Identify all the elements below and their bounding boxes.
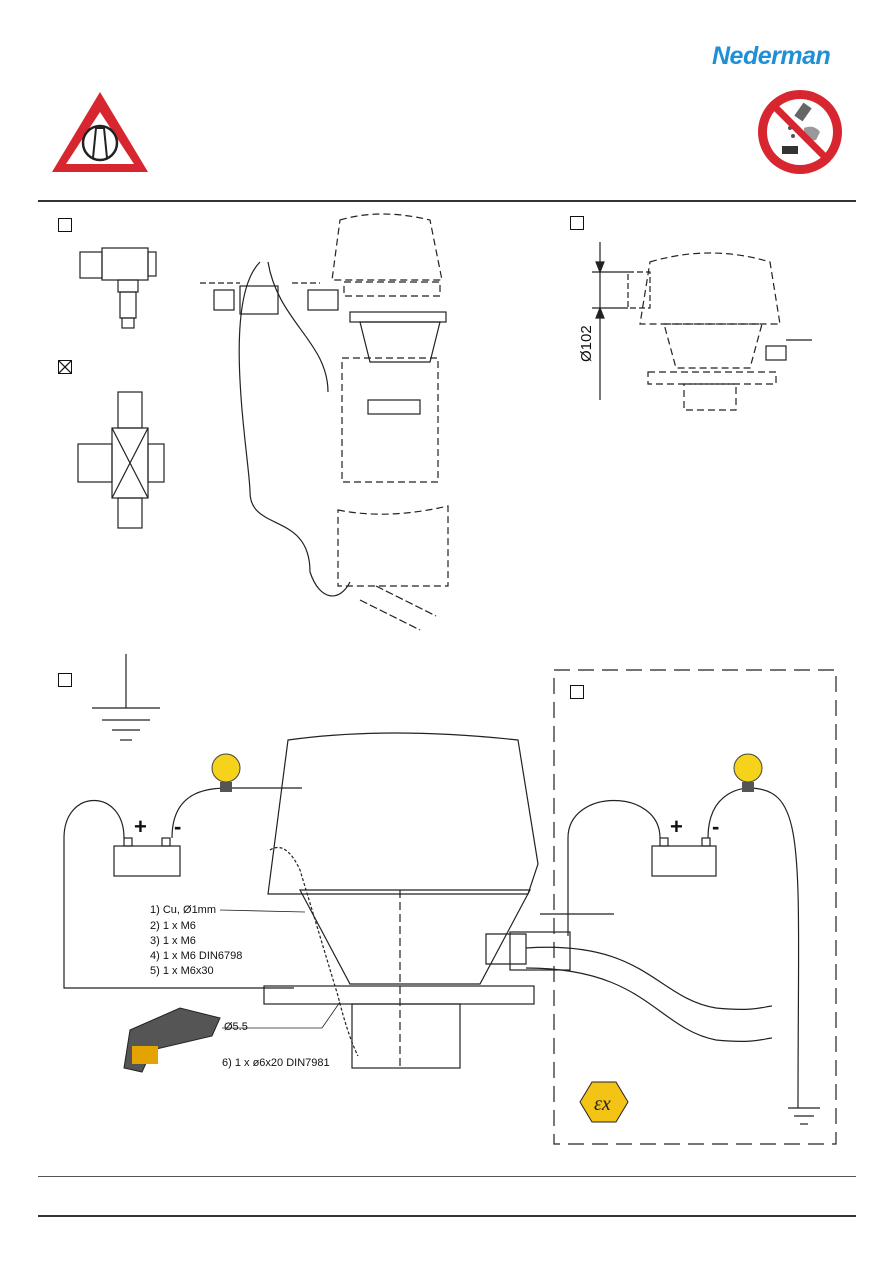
diameter-label: Ø102 [578,325,595,362]
svg-text:εx: εx [594,1093,611,1115]
component-item: 2) 1 x M6 [150,920,196,932]
option-checkbox-atex[interactable] [570,685,584,699]
component-item: 6) 1 x ø6x20 DIN7981 [222,1057,330,1069]
option-checkbox-dimension[interactable] [570,216,584,230]
component-item: 4) 1 x M6 DIN6798 [150,950,243,962]
header-divider [38,200,856,202]
light-bulb-icon [733,753,763,792]
component-item: 1) Cu, Ø1mm [150,904,217,916]
atex-zone-frame [553,669,837,1145]
tee-fitting-drawing [79,247,157,329]
option-checkbox-tee[interactable] [58,218,72,232]
drill-diameter-label: Ø5.5 [224,1021,248,1033]
cone-dimension-drawing [592,242,812,411]
right-circuit [567,787,820,1125]
atex-ex-icon: εx [579,1081,629,1123]
hopper-drawing [263,732,773,1070]
minus-sign: - [174,814,182,839]
hose-cone-drawing [200,213,449,631]
footer-divider-top [38,1176,856,1177]
ground-symbol-icon [92,654,160,741]
brand-logo: Nederman [712,42,831,70]
minus-sign: - [712,814,720,839]
option-checkbox-grounding[interactable] [58,673,72,687]
cross-fitting-drawing [77,391,165,529]
drill-icon [123,1007,221,1073]
component-item: 3) 1 x M6 [150,935,196,947]
no-chemicals-icon [758,90,842,174]
component-item: 5) 1 x M6x30 [150,965,214,977]
footer-divider-bottom [38,1215,856,1217]
plus-sign: + [670,814,683,839]
plus-sign: + [134,814,147,839]
option-checkbox-cross[interactable] [58,360,72,374]
warning-triangle-icon [52,92,148,172]
light-bulb-icon [211,753,241,792]
